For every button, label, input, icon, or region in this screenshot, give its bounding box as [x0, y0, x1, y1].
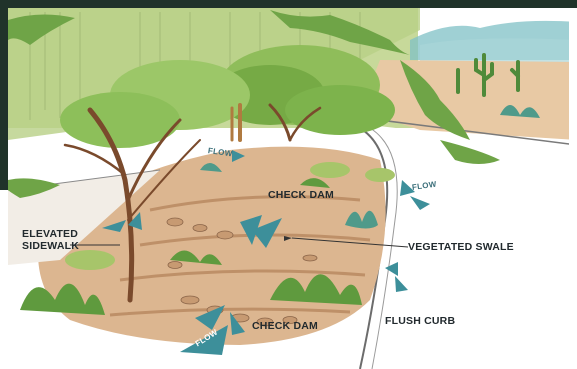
- right-margin: [569, 8, 577, 369]
- label-vegetated-swale: VEGETATED SWALE: [408, 241, 514, 253]
- left-frame-bar: [0, 0, 8, 190]
- label-elevated-sidewalk: ELEVATED SIDEWALK: [22, 228, 92, 252]
- label-elevated-sidewalk-line2: SIDEWALK: [22, 240, 92, 252]
- top-frame-bar: [0, 0, 577, 8]
- label-flush-curb: FLUSH CURB: [385, 315, 455, 327]
- label-check-dam-bottom: CHECK DAM: [252, 320, 318, 332]
- distant-hills: [420, 38, 577, 62]
- label-check-dam-top: CHECK DAM: [268, 189, 334, 201]
- label-elevated-sidewalk-line1: ELEVATED: [22, 228, 92, 240]
